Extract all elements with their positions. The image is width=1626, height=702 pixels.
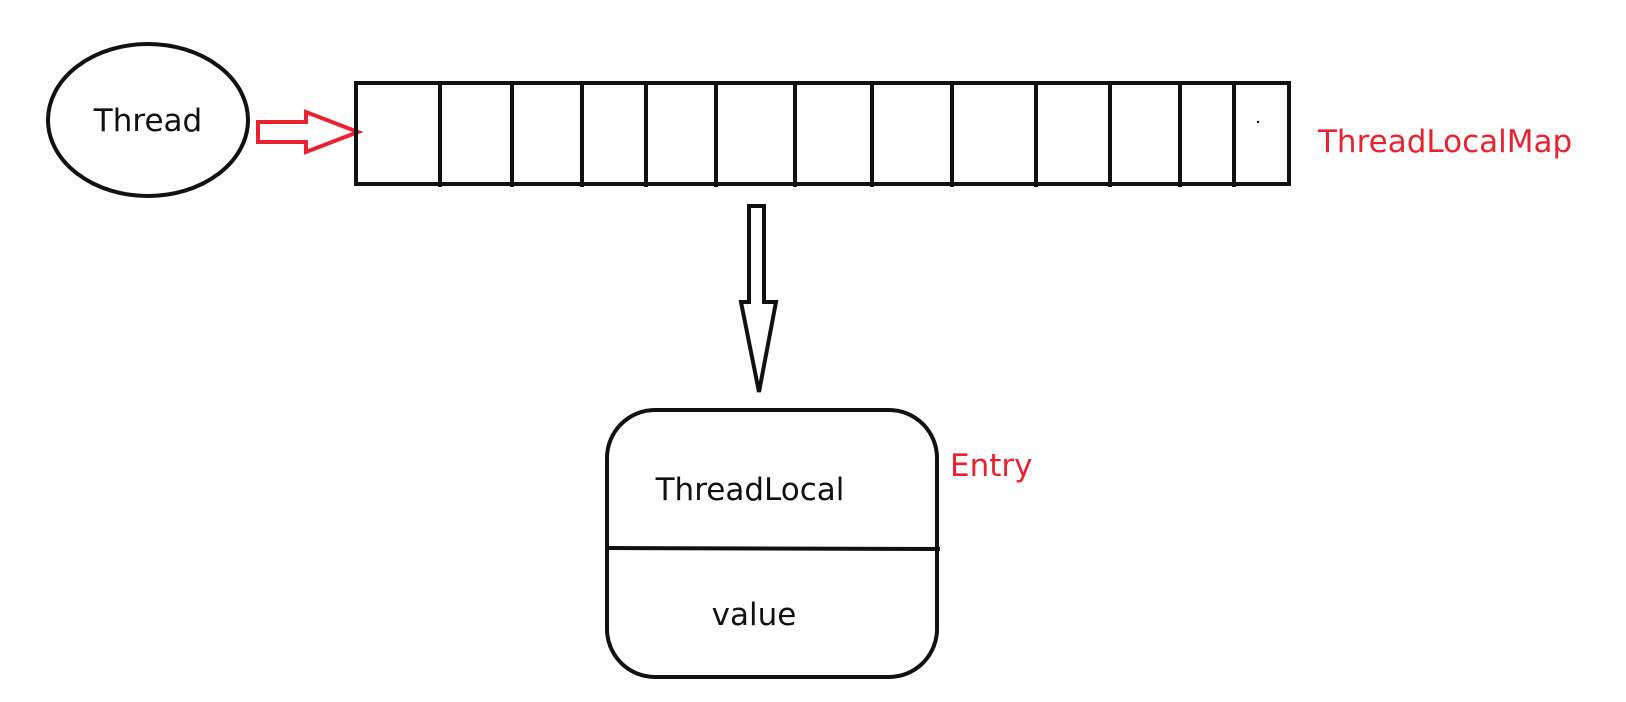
thread-ellipse [46, 42, 250, 198]
entry-key-label: ThreadLocal [655, 472, 845, 508]
map-outline [354, 81, 1291, 186]
map-slot-dividers [438, 81, 1236, 187]
entry-box [605, 408, 939, 679]
threadlocalmap-array [354, 81, 1291, 187]
thread-label: Thread [93, 103, 202, 139]
entry-divider [606, 546, 941, 551]
entry-value-label: value [712, 597, 797, 633]
entry-node: ThreadLocal value [605, 408, 941, 679]
threadlocalmap-label: ThreadLocalMap [1317, 124, 1572, 160]
stray-dot [1256, 120, 1260, 124]
entry-label: Entry [950, 448, 1032, 484]
thread-to-map-arrow [256, 109, 364, 155]
map-to-entry-arrow [738, 204, 779, 393]
thread-node: Thread [46, 42, 250, 198]
